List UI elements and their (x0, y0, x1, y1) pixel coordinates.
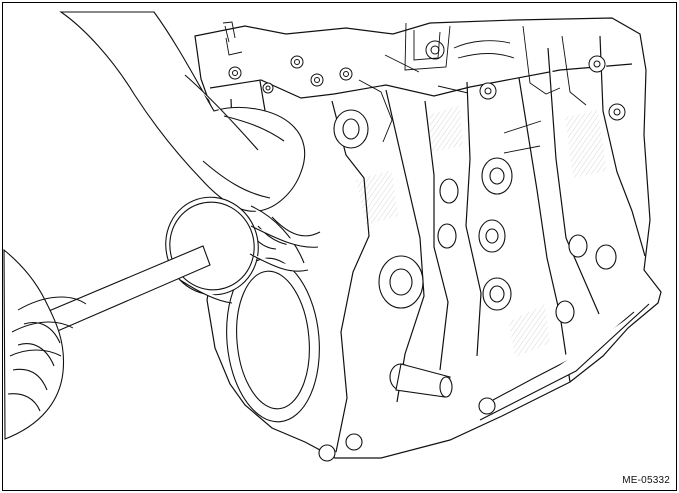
bore-and-bosses (226, 109, 617, 423)
finger-lines (9, 296, 87, 357)
lower-stud (318, 303, 650, 462)
left-hand (59, 11, 321, 250)
upper-bolts (228, 40, 626, 121)
figure-code: ME-05332 (621, 475, 671, 486)
tool-handle (3, 245, 211, 440)
deck-details (222, 21, 587, 154)
surface-hatching (356, 105, 607, 357)
